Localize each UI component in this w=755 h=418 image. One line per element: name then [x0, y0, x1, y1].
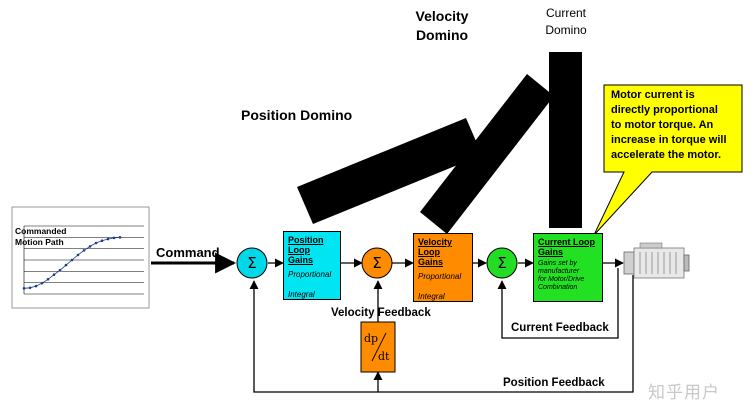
chart-point — [82, 249, 86, 252]
callout-text: Motor current is directly proportional t… — [611, 89, 727, 161]
position-domino — [297, 118, 482, 224]
chart-point — [40, 281, 44, 285]
velocity-loop-gains-block: Velocity Loop Gains Proportional Integra… — [413, 233, 473, 302]
chart-point — [106, 237, 110, 241]
chart-point — [28, 286, 32, 290]
current-loop-gains-block: Current Loop Gains Gains set by manufact… — [533, 233, 603, 302]
position-block-title: Position Loop Gains — [288, 235, 324, 265]
velocity-summing-junction — [361, 247, 393, 279]
velocity-block-title: Velocity Loop Gains — [418, 237, 453, 267]
current-feedback-label: Current Feedback — [511, 322, 609, 334]
current-block-sub: Gains set by manufacturer for Motor/Driv… — [538, 260, 585, 291]
current-domino-title: Current Domino — [545, 6, 587, 37]
chart-point — [100, 239, 104, 243]
current-block-title: Current Loop Gains — [538, 237, 595, 257]
chart-frame — [11, 206, 150, 309]
position-sum-symbol: Σ — [247, 254, 256, 272]
chart-point — [34, 284, 38, 288]
chart-point — [64, 263, 68, 267]
motor-icon — [623, 242, 690, 279]
chart-point — [70, 258, 74, 262]
chart-point — [88, 245, 92, 248]
chart-point — [94, 241, 98, 245]
derivative-denominator: dt — [378, 350, 390, 363]
command-label: Command — [156, 245, 220, 260]
position-domino-title: Position Domino — [241, 107, 353, 123]
velocity-block-sub: Proportional Integral — [418, 272, 462, 301]
derivative-block — [360, 321, 396, 373]
derivative-numerator: dp — [364, 332, 379, 345]
chart-point — [76, 253, 80, 257]
velocity-domino — [420, 74, 554, 234]
position-summing-junction — [236, 247, 268, 279]
watermark: 知乎用户 — [648, 383, 720, 403]
position-block-sub: Proportional Integral — [288, 270, 332, 299]
current-sum-symbol: Σ — [497, 254, 506, 272]
velocity-sum-symbol: Σ — [372, 254, 381, 272]
velocity-feedback-label: Velocity Feedback — [331, 307, 431, 319]
current-domino — [549, 52, 582, 228]
chart-point — [46, 277, 50, 281]
chart-point — [112, 236, 116, 240]
position-feedback-line — [249, 275, 634, 393]
chart-point — [52, 273, 56, 277]
chart-plot-area — [22, 225, 144, 295]
chart-point — [118, 236, 122, 239]
current-summing-junction — [486, 247, 518, 279]
chart-point — [22, 287, 26, 290]
position-feedback-label: Position Feedback — [503, 377, 605, 389]
current-feedback-line — [497, 268, 619, 339]
chart-point — [58, 268, 62, 272]
derivative-slash — [371, 332, 387, 362]
chart-label: Commanded Motion Path — [15, 226, 67, 247]
callout-box — [593, 84, 743, 236]
velocity-domino-title: Velocity Domino — [415, 8, 469, 43]
position-loop-gains-block: Position Loop Gains Proportional Integra… — [283, 231, 341, 300]
